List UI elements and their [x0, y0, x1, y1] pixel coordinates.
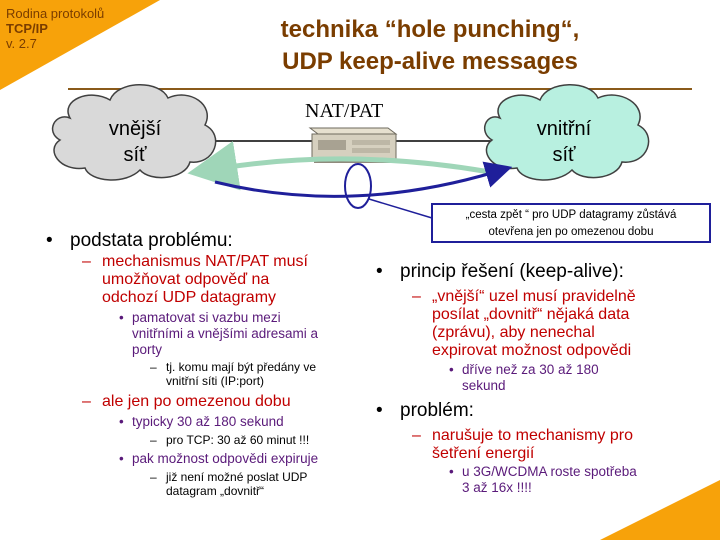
- bullet-dash: –: [82, 253, 91, 270]
- slide-title: technika “hole punching“, UDP keep-alive…: [170, 14, 690, 78]
- bullet-reply-expires: • pak možnost odpovědi expiruje: [119, 451, 319, 466]
- bullet-dot: •: [119, 310, 124, 325]
- bullet-wcdma-consumption: • u 3G/WCDMA roste spotřeba 3 až 16x !!!…: [449, 464, 637, 495]
- bullet-cannot-send-inward: – již není možné poslat UDP datagram „do…: [150, 470, 308, 498]
- cloud-inner-label-line-1: vnitřní: [536, 118, 592, 140]
- bullet-typical-duration: • typicky 30 až 180 sekund: [119, 414, 284, 429]
- bullet-outer-node-must-send: – „vnější“ uzel musí pravidelně posílat …: [412, 288, 636, 359]
- bullet-dash: –: [150, 360, 157, 374]
- title-divider: [68, 88, 692, 90]
- callout-pointer: [368, 198, 433, 219]
- cloud-outer-label: vnější síť: [75, 116, 195, 168]
- cloud-inner-label: vnitřní síť: [504, 116, 624, 168]
- return-path-arrow: [187, 140, 491, 191]
- bullet-dash: –: [150, 470, 157, 484]
- highlight-ellipse: [344, 163, 372, 209]
- bullet-nat-mechanism: – mechanismus NAT/PAT musí umožňovat odp…: [82, 253, 308, 306]
- bullet-problem: • problém:: [376, 400, 474, 421]
- bullet-tcp-duration: – pro TCP: 30 až 60 minut !!!: [150, 433, 310, 447]
- bullet-dash: –: [412, 288, 421, 305]
- bullet-delivery-target: – tj. komu mají být předány ve vnitřní s…: [150, 360, 317, 388]
- callout-line-1: „cesta zpět “ pro UDP datagramy zůstává: [465, 209, 677, 221]
- bullet-energy-saving: – narušuje to mechanismy pro šetření ene…: [412, 427, 633, 462]
- bullet-dot: •: [376, 400, 383, 421]
- title-line-2: UDP keep-alive messages: [282, 48, 578, 75]
- callout-line-2: otevřena jen po omezenou dobu: [488, 226, 654, 238]
- bullet-dot: •: [376, 261, 383, 282]
- series-line-2: TCP/IP: [6, 21, 48, 36]
- bullet-before-timeout: • dříve než za 30 až 180 sekund: [449, 362, 599, 393]
- cloud-inner-label-line-2: síť: [552, 144, 576, 166]
- bullet-dot: •: [119, 451, 124, 466]
- series-label: Rodina protokolů TCP/IP v. 2.7: [6, 6, 104, 51]
- outgoing-path-arrow: [214, 161, 513, 198]
- bullet-dash: –: [150, 433, 157, 447]
- cloud-inner-network: [483, 84, 650, 181]
- corner-decoration-bottom-right: [600, 480, 720, 540]
- bullet-dot: •: [449, 464, 454, 479]
- bullet-problem-essence: • podstata problému:: [46, 230, 233, 251]
- bullet-dash: –: [412, 427, 421, 444]
- bullet-dash: –: [82, 393, 91, 410]
- nat-diagram: [51, 84, 650, 219]
- corner-decoration-top-left: [0, 0, 160, 90]
- bullet-remember-binding: • pamatovat si vazbu mezi vnitřními a vn…: [119, 310, 319, 357]
- cloud-outer-label-line-2: síť: [123, 144, 147, 166]
- bullet-dot: •: [119, 414, 124, 429]
- bullet-dot: •: [46, 230, 53, 251]
- bullet-dot: •: [449, 362, 454, 377]
- bullet-limited-time: – ale jen po omezenou dobu: [82, 393, 291, 410]
- title-line-1: technika “hole punching“,: [280, 16, 580, 43]
- nat-label: NAT/PAT: [305, 100, 384, 122]
- series-line-1: Rodina protokolů: [6, 6, 105, 21]
- callout-box: „cesta zpět “ pro UDP datagramy zůstává …: [431, 203, 711, 243]
- series-line-3: v. 2.7: [6, 36, 37, 51]
- bullet-solution-principle: • princip řešení (keep-alive):: [376, 261, 624, 282]
- cloud-outer-label-line-1: vnější: [108, 118, 162, 140]
